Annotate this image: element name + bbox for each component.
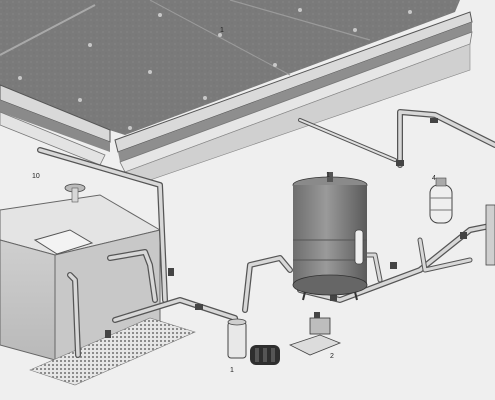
roof-surface [0, 0, 460, 135]
vent-pipe [71, 187, 79, 203]
pipes [37, 109, 495, 358]
callout-filter-assembly: 4 [432, 175, 436, 182]
side-unit [485, 204, 495, 266]
filter-assembly [429, 177, 495, 266]
callout-pressure-switch: 2 [330, 353, 334, 360]
callout-floor-panel: 1 [220, 27, 224, 34]
pump-housing [227, 321, 247, 359]
panel-edge-right-shadow [118, 22, 472, 162]
callout-pump: 1 [230, 367, 234, 374]
pump [227, 318, 280, 365]
filter-canister [429, 184, 453, 224]
pipe-fittings [105, 118, 467, 338]
pressure-tank [292, 172, 368, 301]
callouts: 1 1 1 2 4 10 [32, 27, 436, 374]
cistern-front-left [0, 239, 56, 361]
panel-edge-left-shadow [0, 100, 110, 152]
roof-panels [0, 0, 473, 181]
panel-seam [149, 0, 291, 76]
pressure-switch [288, 312, 342, 356]
callout-pressure-tank: 1 [326, 172, 330, 179]
callout-cistern: 10 [32, 173, 40, 180]
panel-seam [229, 0, 371, 41]
panel-seam [0, 4, 96, 56]
switch-box [309, 317, 331, 335]
pressure-gauge-icon [354, 229, 364, 265]
access-hatch [33, 229, 94, 255]
panel-bolts [18, 8, 412, 130]
